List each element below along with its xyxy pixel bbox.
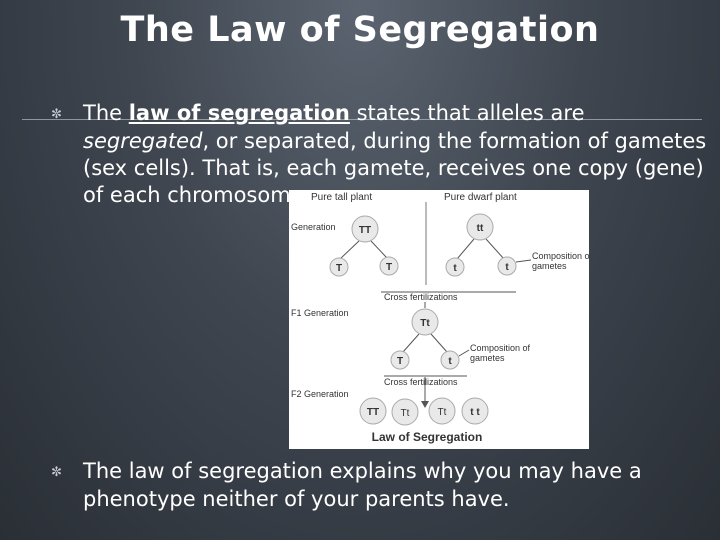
- f2-TT-label: TT: [367, 407, 379, 418]
- line-f1-gamete-2: [430, 333, 448, 353]
- gamete-T-2: [379, 256, 399, 276]
- cross-fertilizations-label-2: Cross fertilizations: [384, 377, 458, 387]
- gamete-T-1-label: T: [336, 263, 342, 274]
- f2-tt-circle: [461, 397, 489, 425]
- f2-arrow-icon: [421, 401, 429, 408]
- line-f1-gamete-1: [402, 333, 420, 353]
- parent-tt-dwarf-circle: [466, 213, 494, 241]
- bullet1-post: , or separated, during the formation of …: [83, 129, 707, 207]
- gamete-T-2-label: T: [386, 262, 392, 273]
- f1-genotype: Tt: [420, 318, 430, 329]
- line-tall-gamete-1: [339, 240, 360, 260]
- bullet1-mid: states that alleles are: [349, 101, 585, 125]
- f2-Tt-circle-2: [428, 397, 456, 425]
- bullet-marker-icon: ✼: [51, 107, 62, 122]
- f1-gamete-T: [390, 350, 410, 370]
- bullet1-pre: The: [83, 101, 129, 125]
- f2-Tt-label-1: Tt: [401, 408, 410, 419]
- f1-gamete-T-label: T: [397, 356, 403, 367]
- f1-gamete-t: [440, 350, 460, 370]
- composition-pointer-1: [515, 259, 532, 263]
- bullet-marker-icon: ✼: [51, 465, 62, 480]
- line-dwarf-gamete-2: [485, 238, 505, 260]
- line-dwarf-gamete-1: [456, 238, 475, 260]
- diagram-caption: Law of Segregation: [372, 430, 483, 444]
- f1-circle: [411, 308, 439, 336]
- gamete-t-1-label: t: [453, 263, 457, 274]
- f1-gamete-t-label: t: [448, 356, 452, 367]
- gamete-T-1: [329, 257, 349, 277]
- title-divider: [22, 119, 702, 120]
- gamete-t-2-label: t: [505, 262, 509, 273]
- segregated-term: segregated: [83, 129, 203, 153]
- f2-Tt-label-2: Tt: [438, 407, 447, 418]
- generation-label: Generation: [291, 222, 336, 232]
- segregation-diagram-svg: Pure tall plant Pure dwarf plant Generat…: [291, 192, 589, 444]
- cross-fertilizations-label-1: Cross fertilizations: [384, 292, 458, 302]
- f1-generation-label: F1 Generation: [291, 308, 349, 318]
- law-of-segregation-term: law of segregation: [128, 101, 350, 125]
- parent-tall-genotype: TT: [359, 225, 371, 236]
- pure-dwarf-label: Pure dwarf plant: [444, 192, 517, 203]
- slide-title: The Law of Segregation: [120, 10, 600, 50]
- parent-tt-tall-circle: [351, 215, 379, 243]
- parent-dwarf-genotype: tt: [477, 223, 484, 234]
- f2-Tt-circle-1: [391, 398, 419, 426]
- f2-TT-circle: [359, 397, 387, 425]
- bullet-law-definition: ✼ The law of segregation states that alle…: [51, 100, 707, 209]
- gamete-t-2: [497, 256, 517, 276]
- f2-tt-label: t t: [470, 407, 480, 418]
- composition-pointer-2: [458, 349, 470, 357]
- gamete-t-1: [445, 257, 465, 277]
- line-tall-gamete-2: [370, 240, 388, 259]
- bullet2-text: The law of segregation explains why you …: [83, 459, 642, 511]
- bullet-phenotype-explanation: ✼ The law of segregation explains why you…: [51, 458, 667, 513]
- pure-tall-label: Pure tall plant: [311, 192, 372, 203]
- f2-generation-label: F2 Generation: [291, 389, 349, 399]
- segregation-diagram: Pure tall plant Pure dwarf plant Generat…: [289, 190, 589, 449]
